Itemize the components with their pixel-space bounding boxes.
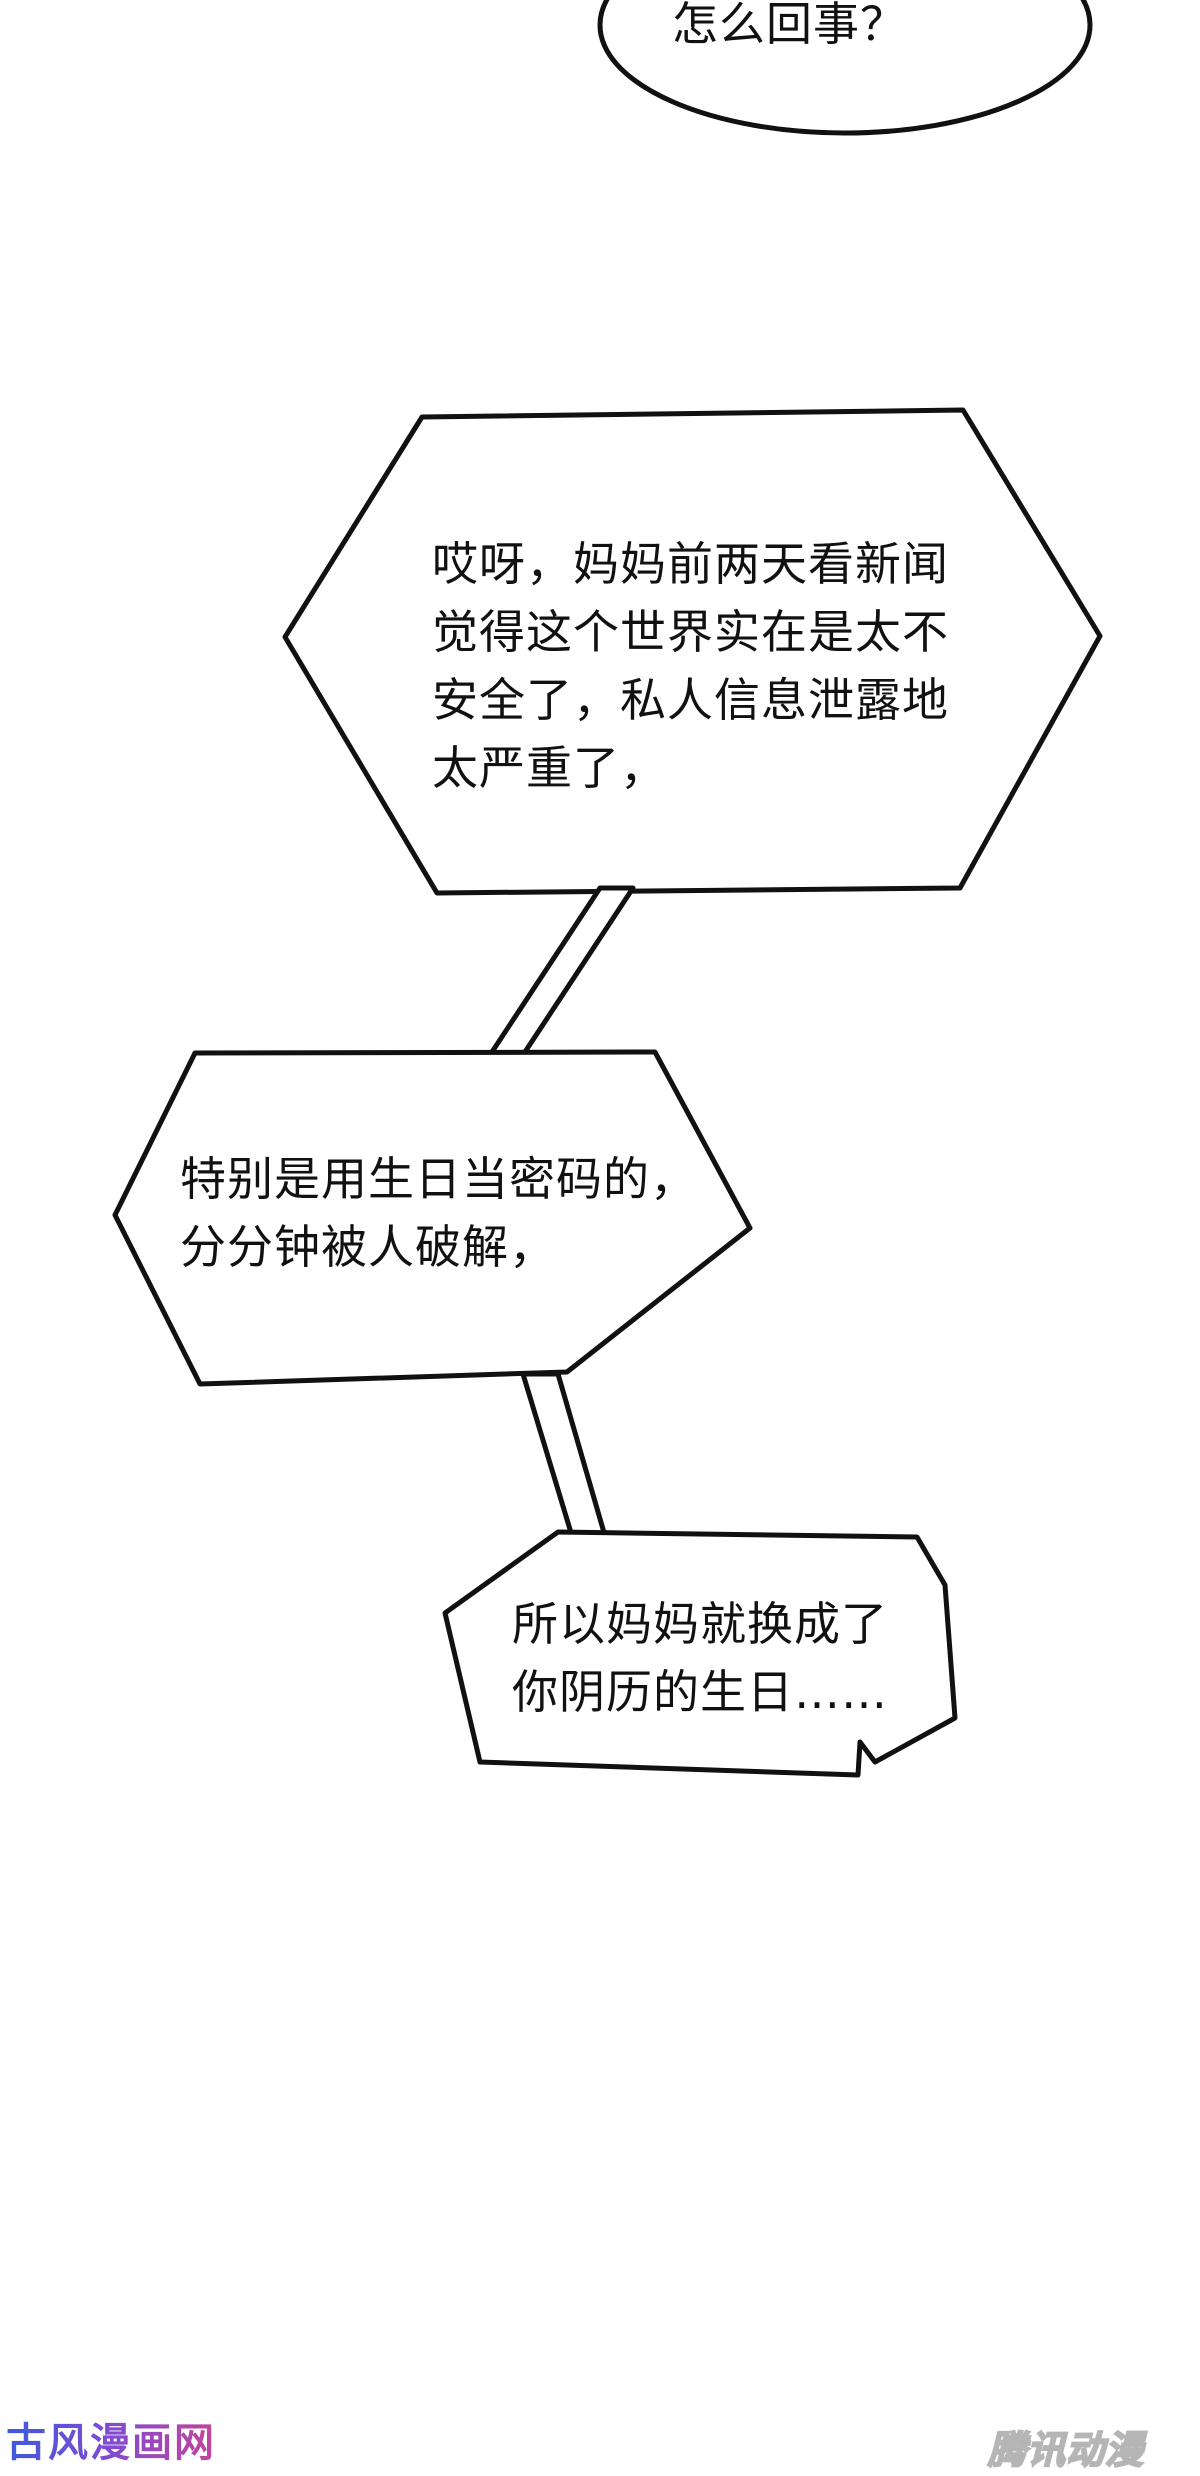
speech-bubble-1 [282,407,1103,896]
speech-line: 特别是用生日当密码的， [180,1152,697,1206]
speech-bubble-connector-2 [520,1371,608,1539]
speech-bubble-text-1: 哎呀，妈妈前两天看新闻 觉得这个世界实在是太不 安全了，私人信息泄露地 太严重了… [432,530,949,802]
speech-line: 怎么回事？ [672,0,907,51]
watermark-publisher-logo: 腾讯动漫 [987,2427,1145,2473]
speech-line: 安全了，私人信息泄露地 [432,673,949,727]
watermark-site-logo: 古风漫画网 [6,2420,216,2466]
speech-bubble-connector-1 [485,885,636,1061]
speech-bubble-3 [442,1529,958,1778]
speech-line: 太严重了， [432,741,667,795]
speech-line: 你阴历的生日…… [512,1665,888,1719]
speech-bubble-2 [112,1049,753,1387]
speech-line: 觉得这个世界实在是太不 [432,605,949,659]
speech-line: 所以妈妈就换成了 [512,1597,888,1651]
speech-bubble-text-0: 怎么回事？ [672,0,907,58]
speech-line: 哎呀，妈妈前两天看新闻 [432,537,949,591]
speech-bubble-0 [597,0,1093,136]
speech-bubble-text-3: 所以妈妈就换成了 你阴历的生日…… [512,1590,888,1726]
speech-line: 分分钟被人破解， [180,1220,556,1274]
speech-bubble-text-2: 特别是用生日当密码的， 分分钟被人破解， [180,1145,697,1281]
